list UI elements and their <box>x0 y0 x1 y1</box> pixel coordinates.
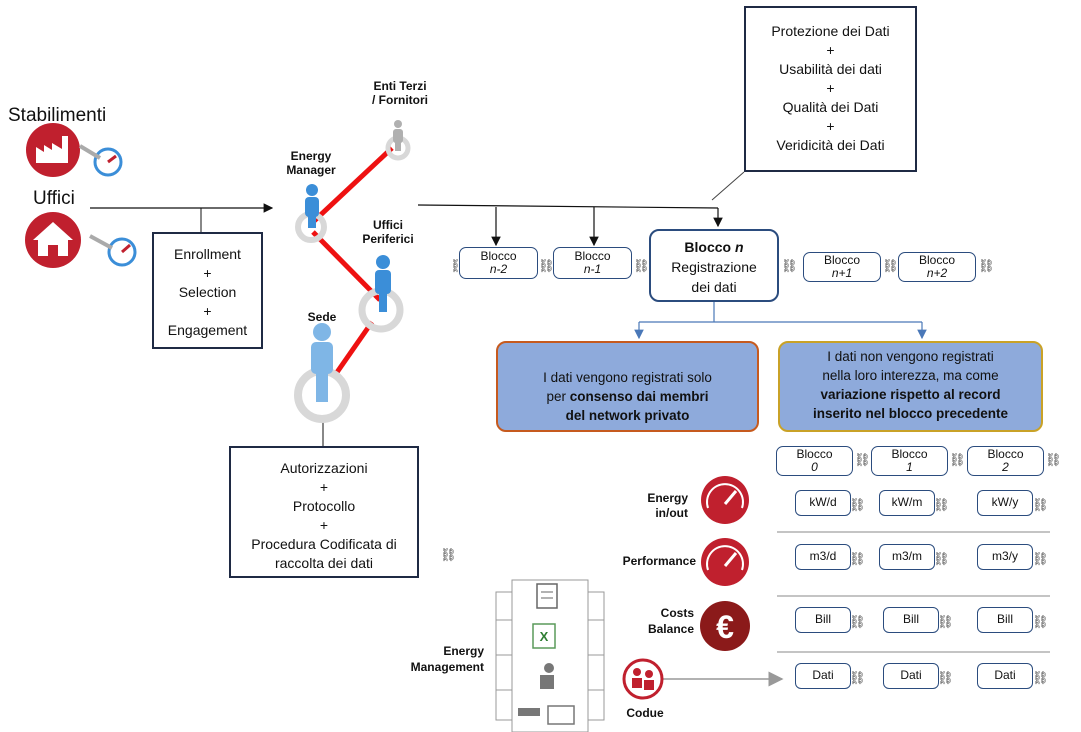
chain-link-icon: ⛓ <box>1032 551 1048 566</box>
chain-link-icon: ⛓ <box>933 497 949 512</box>
chain-link-icon: ⛓ <box>440 547 456 562</box>
person-icon <box>311 323 333 402</box>
codue-logo-icon <box>622 658 664 700</box>
chain-link-icon: ⛓ <box>1045 452 1061 467</box>
cell-bill-1: Bill <box>795 607 851 633</box>
chain-link-icon: ⛓ <box>849 551 865 566</box>
cell-m3m: m3/m <box>879 544 935 570</box>
authorization-box: Autorizzazioni+Protocollo+Procedura Codi… <box>229 446 419 578</box>
energy-management-panel: X <box>495 579 605 732</box>
cell-m3d: m3/d <box>795 544 851 570</box>
sede-label: Sede <box>307 310 337 324</box>
cell-kwy: kW/y <box>977 490 1033 516</box>
factory-icon <box>26 123 123 177</box>
chain-link-icon: ⛓ <box>849 614 865 629</box>
cell-dati-1: Dati <box>795 663 851 689</box>
cell-dati-2: Dati <box>883 663 939 689</box>
chain-link-icon: ⛓ <box>849 670 865 685</box>
gauge-icon <box>701 476 749 524</box>
chain-link-icon: ⛓ <box>1032 614 1048 629</box>
chain-link-icon: ⛓ <box>854 452 870 467</box>
chain-link-icon: ⛓ <box>882 258 898 273</box>
enti-terzi-label: Enti Terzi/ Fornitori <box>372 79 428 107</box>
person-icon <box>305 184 319 228</box>
enrollment-box: Enrollment+Selection+Engagement <box>152 232 263 349</box>
data-quality-box: Protezione dei Dati+Usabilità dei dati+Q… <box>744 6 917 172</box>
stabilimenti-label: Stabilimenti <box>8 105 107 126</box>
delta-callout: I dati non vengono registrati nella loro… <box>778 341 1043 432</box>
cell-dati-3: Dati <box>977 663 1033 689</box>
chain-link-icon: ⛓ <box>937 614 953 629</box>
cell-kwm: kW/m <box>879 490 935 516</box>
chain-link-icon: ⛓ <box>781 258 797 273</box>
svg-text:€: € <box>716 609 734 645</box>
cell-bill-2: Bill <box>883 607 939 633</box>
euro-icon: € <box>700 601 750 651</box>
chain-link-icon: ⛓ <box>633 258 649 273</box>
codue-label: Codue <box>626 706 664 720</box>
uffici-label: Uffici <box>33 188 75 209</box>
chain-link-icon: ⛓ <box>933 551 949 566</box>
performance-label: Performance <box>622 554 696 568</box>
chain-link-icon: ⛓ <box>1032 497 1048 512</box>
chain-link-icon: ⛓ <box>1032 670 1048 685</box>
chain-link-icon: ⛓ <box>849 497 865 512</box>
chain-link-icon: ⛓ <box>538 258 554 273</box>
cell-bill-3: Bill <box>977 607 1033 633</box>
cell-kwd: kW/d <box>795 490 851 516</box>
svg-text:X: X <box>540 629 549 644</box>
chain-link-icon: ⛓ <box>937 670 953 685</box>
cell-m3y: m3/y <box>977 544 1033 570</box>
person-icon <box>393 120 403 151</box>
chain-link-icon: ⛓ <box>978 258 994 273</box>
consensus-callout: I dati vengono registrati solo per conse… <box>496 341 759 432</box>
chain-link-icon: ⛓ <box>949 452 965 467</box>
house-icon <box>25 212 137 268</box>
gauge-icon <box>701 538 749 586</box>
person-icon <box>375 255 391 312</box>
network-red-links <box>311 146 394 380</box>
